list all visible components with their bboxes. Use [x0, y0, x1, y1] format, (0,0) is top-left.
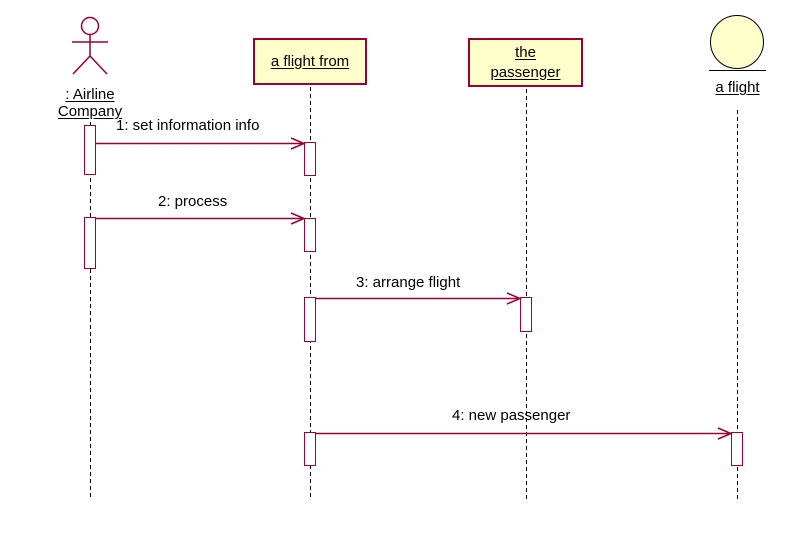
object-box-a-flight-from[interactable]: a flight from — [253, 38, 367, 85]
object-box-the-passenger[interactable]: the passenger — [468, 38, 583, 87]
object-name-label: a flight from — [270, 52, 350, 70]
entity-circle-a-flight[interactable] — [710, 15, 764, 69]
open-arrowhead-icon — [717, 427, 733, 440]
activation-passenger-1[interactable] — [520, 297, 532, 332]
actor-figure-icon[interactable] — [72, 16, 108, 75]
actor-leg-left — [72, 55, 91, 75]
object-name-label: the passenger — [490, 43, 561, 81]
message-1-label: 1: set information info — [116, 117, 260, 134]
actor-name-label: : Airline Company — [57, 86, 123, 120]
message-4-label: 4: new passenger — [452, 407, 571, 424]
activation-flight-from-3[interactable] — [304, 297, 316, 342]
activation-flight-from-4[interactable] — [304, 432, 316, 466]
open-arrowhead-icon — [506, 292, 522, 305]
actor-leg-right — [89, 55, 108, 75]
message-3-label: 3: arrange flight — [356, 274, 461, 291]
activation-flight-1[interactable] — [731, 432, 743, 466]
message-2-arrow[interactable] — [96, 212, 306, 225]
actor-head — [80, 16, 100, 36]
message-3-arrow[interactable] — [316, 292, 522, 305]
activation-flight-from-1[interactable] — [304, 142, 316, 176]
activation-flight-from-2[interactable] — [304, 218, 316, 252]
activation-airline-2[interactable] — [84, 217, 96, 269]
object-name-label: a flight — [715, 79, 760, 96]
message-2-label: 2: process — [158, 193, 228, 210]
open-arrowhead-icon — [290, 137, 306, 150]
open-arrowhead-icon — [290, 212, 306, 225]
message-4-arrow[interactable] — [316, 427, 733, 440]
activation-airline-1[interactable] — [84, 125, 96, 175]
message-1-arrow[interactable] — [96, 137, 306, 150]
